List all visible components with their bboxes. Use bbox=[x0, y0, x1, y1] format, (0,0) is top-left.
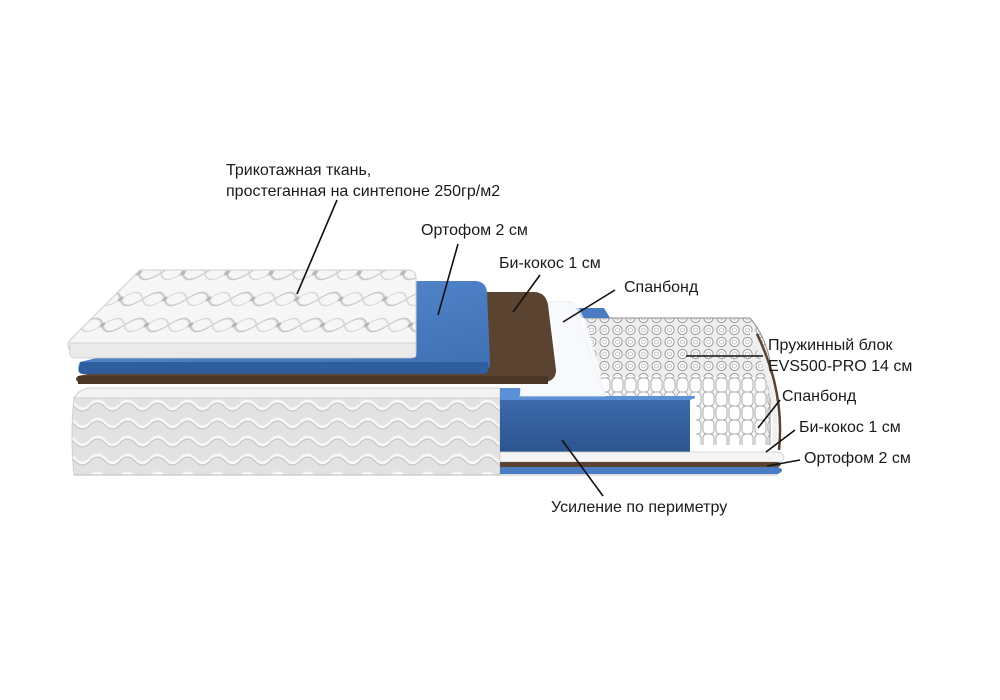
bottom-spunbond bbox=[499, 451, 785, 463]
leader-bicoconut-bottom bbox=[765, 429, 796, 453]
leader-top-fabric bbox=[296, 199, 338, 295]
mattress-base bbox=[71, 387, 785, 476]
perimeter-foam bbox=[500, 392, 690, 452]
bottom-bicoconut bbox=[500, 462, 781, 467]
label-top-fabric-line1: Трикотажная ткань, bbox=[226, 162, 372, 179]
leader-orthofoam-bottom bbox=[766, 459, 801, 467]
leader-perimeter bbox=[561, 439, 604, 497]
label-orthofoam-top: Ортофом 2 см bbox=[421, 222, 528, 239]
spring-block bbox=[576, 308, 782, 451]
label-orthofoam-bottom: Ортофом 2 см bbox=[804, 450, 911, 467]
bottom-orthofoam bbox=[500, 467, 782, 474]
label-perimeter: Усиление по периметру bbox=[551, 499, 728, 516]
leader-orthofoam-top bbox=[437, 243, 459, 316]
label-bicoconut-bottom: Би-кокос 1 см bbox=[799, 419, 901, 436]
leader-bicoconut-top bbox=[512, 274, 541, 313]
label-bicoconut-top: Би-кокос 1 см bbox=[499, 255, 601, 272]
label-spring-block: Пружинный блок EVS500-PRO 14 см bbox=[768, 335, 912, 377]
label-top-fabric-line2: простеганная на синтепоне 250гр/м2 bbox=[226, 183, 501, 200]
label-spunbond-top: Спанбонд bbox=[624, 279, 699, 296]
quilted-fabric-layer bbox=[67, 269, 417, 359]
label-top-fabric: Трикотажная ткань, простеганная на синте… bbox=[226, 160, 500, 202]
leader-lines bbox=[296, 199, 801, 497]
label-spunbond-bottom: Спанбонд bbox=[782, 388, 857, 405]
label-spring-block-line1: Пружинный блок bbox=[768, 337, 893, 354]
leader-spunbond-top bbox=[562, 289, 616, 323]
leader-spunbond-bottom bbox=[757, 399, 781, 429]
label-spring-block-line2: EVS500-PRO 14 см bbox=[768, 358, 913, 375]
